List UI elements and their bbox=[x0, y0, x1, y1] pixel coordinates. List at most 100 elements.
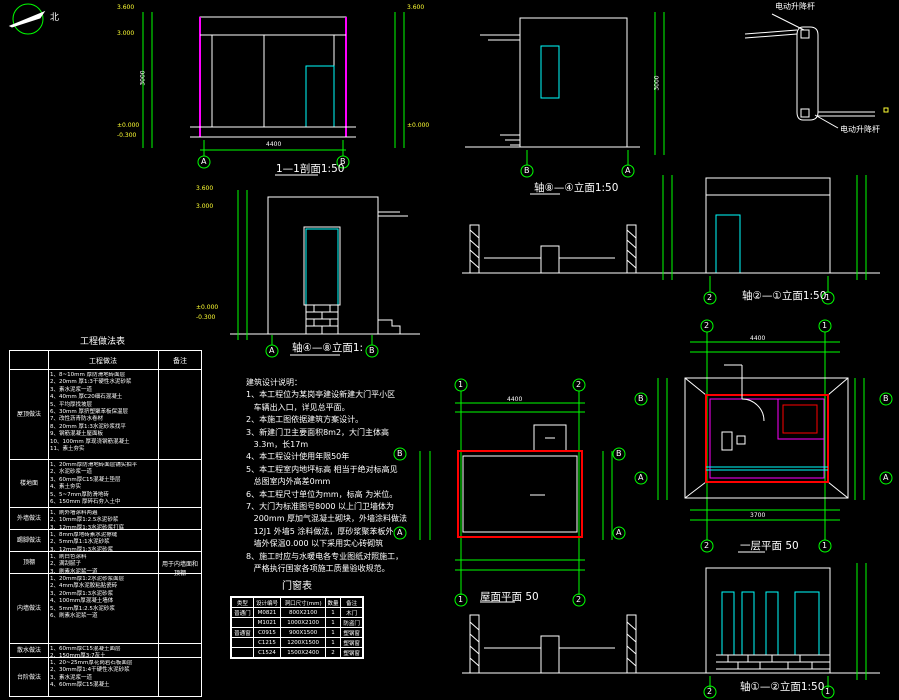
door-table-header: 设计编号 bbox=[252, 597, 282, 608]
axis-bubble-1: 1 bbox=[825, 687, 831, 696]
table-row: 散水做法 1、60mm厚C15混凝土面层 2、150mm厚3:7灰土 3、素土夯实 bbox=[10, 643, 201, 658]
axis-bubble-2: 2 bbox=[576, 595, 582, 604]
table-cell: 800X2100 bbox=[280, 607, 326, 618]
title-elevation-2-1: 轴②—①立面1:50 bbox=[742, 290, 827, 302]
table-cell: 防盗门 bbox=[340, 617, 363, 628]
axis-bubble-a: A bbox=[625, 166, 631, 175]
spec-row-body: 1、8mm厚地砖素水泥擦缝 2、5mm厚1:1水泥砂浆 3、12mm厚1:3水泥… bbox=[50, 532, 118, 551]
design-note-line: 2、本施工图依据建筑方案设计。 bbox=[246, 415, 364, 425]
table-row: C1524 1500X2400 2 塑钢窗 bbox=[231, 647, 363, 658]
dimension-label: 4400 bbox=[507, 396, 523, 403]
spec-table-title: 工程做法表 bbox=[80, 337, 126, 347]
table-cell: 1 bbox=[324, 607, 342, 618]
elevation-mark: -0.300 bbox=[196, 314, 216, 321]
table-cell: C1524 bbox=[252, 647, 282, 658]
design-note-line: 5、本工程室内地坪标高 相当于绝对标高见 bbox=[246, 464, 398, 474]
elevation-mark: -0.300 bbox=[117, 132, 137, 139]
axis-bubble-a: A bbox=[638, 473, 644, 482]
axis-bubble-a: A bbox=[883, 473, 889, 482]
section-1-1-drawing bbox=[142, 12, 405, 176]
table-cell: M0821 bbox=[252, 607, 282, 618]
spec-row-name: 外墙做法 bbox=[16, 515, 41, 522]
spec-row-name: 散水做法 bbox=[16, 647, 41, 654]
door-table-header: 数量 bbox=[324, 597, 342, 608]
dimension-label: 4400 bbox=[750, 335, 766, 342]
table-row: 普通门 M0821 800X2100 1 木门 bbox=[231, 607, 363, 618]
table-cell bbox=[231, 637, 254, 648]
elevation-b-a-drawing bbox=[465, 12, 665, 195]
design-note-line: 6、本工程尺寸单位为mm，标高 为米位。 bbox=[246, 489, 398, 499]
axis-bubble-b: B bbox=[883, 394, 889, 403]
gate-barrier-detail bbox=[744, 13, 889, 129]
table-row: 踢脚做法 1、8mm厚地砖素水泥擦缝 2、5mm厚1:1水泥砂浆 3、12mm厚1… bbox=[10, 529, 201, 552]
table-cell: M1021 bbox=[252, 617, 282, 628]
table-cell: 1000X2100 bbox=[280, 617, 326, 628]
elevation-mark: ±0.000 bbox=[196, 304, 219, 311]
table-cell: 1200X1500 bbox=[280, 637, 326, 648]
spec-row-body: 1、刷白色涂料 2、满刮腻子 3、刷素水泥浆一道 bbox=[50, 554, 98, 573]
title-elevation-b-a: 轴⑧—④立面1:50 bbox=[534, 182, 619, 194]
axis-bubble-b: B bbox=[340, 157, 346, 166]
table-cell: C0915 bbox=[252, 627, 282, 638]
design-notes-title: 建筑设计说明： bbox=[246, 378, 302, 387]
elevation-2-1-drawing bbox=[462, 175, 880, 305]
table-cell: 木门 bbox=[340, 607, 363, 618]
spec-header-note: 备注 bbox=[173, 357, 187, 365]
table-cell: 塑钢窗 bbox=[340, 627, 363, 638]
design-note-line: 4、本工程设计使用年限50年 bbox=[246, 452, 350, 462]
spec-row-name: 楼地面 bbox=[19, 480, 38, 487]
design-notes: 建筑设计说明： 1、本工程位为某岗亭建设新建大门平小区 车辆出入口，详见总平面。… bbox=[246, 377, 446, 576]
design-note-line: 200mm 厚加气混凝土砌块，外墙涂料做法 bbox=[246, 514, 408, 524]
gate-label-upper: 电动升降杆 bbox=[775, 2, 815, 11]
door-table-header: 备注 bbox=[340, 597, 363, 608]
axis-bubble-2: 2 bbox=[704, 321, 710, 330]
spec-row-name: 踢脚做法 bbox=[16, 537, 41, 544]
axis-bubble-1: 1 bbox=[458, 595, 464, 604]
spec-table-header: 工程做法 备注 bbox=[10, 351, 201, 369]
design-note-line: 总图室内外高差0mm bbox=[246, 477, 331, 487]
elevation-mark: 3.600 bbox=[196, 185, 214, 192]
elevation-mark: ±0.000 bbox=[407, 122, 430, 129]
axis-bubble-2: 2 bbox=[576, 380, 582, 389]
dimension-label: 3700 bbox=[750, 512, 766, 519]
design-note-line: 车辆出入口，详见总平面。 bbox=[246, 402, 350, 412]
elevation-mark: 3.000 bbox=[196, 203, 214, 210]
table-cell bbox=[231, 617, 254, 628]
door-table-title: 门窗表 bbox=[282, 581, 312, 592]
axis-bubble-2: 2 bbox=[707, 687, 713, 696]
axis-bubble-2: 2 bbox=[707, 293, 713, 302]
dimension-label: 3000 bbox=[139, 70, 147, 86]
table-cell: 塑钢窗 bbox=[340, 647, 363, 658]
axis-bubble-a: A bbox=[201, 157, 207, 166]
door-window-table: 类型 设计编号 洞口尺寸(mm) 数量 备注 普通门 M0821 800X210… bbox=[230, 596, 364, 659]
axis-bubble-b: B bbox=[638, 394, 644, 403]
axis-bubble-b: B bbox=[369, 346, 375, 355]
table-row: M1021 1000X2100 1 防盗门 bbox=[231, 617, 363, 628]
elevation-1-2-drawing bbox=[462, 563, 880, 699]
axis-bubble-1: 1 bbox=[822, 541, 828, 550]
axis-bubble-2: 2 bbox=[704, 541, 710, 550]
table-row: 普通窗 C0915 900X1500 1 塑钢窗 bbox=[231, 627, 363, 638]
table-cell: 1 bbox=[324, 637, 342, 648]
spec-row-name: 台阶做法 bbox=[16, 673, 41, 681]
spec-row-body: 1、20mm厚防滑地砖面层铺实拍平 2、水泥砂浆一道 3、60mm厚C15混凝土… bbox=[50, 462, 138, 506]
compass-arrow-icon bbox=[8, 3, 46, 35]
title-section-1-1: 1—1剖面1:50 bbox=[276, 163, 345, 175]
elevation-mark: 3.600 bbox=[407, 4, 425, 11]
title-roof-plan: 屋面平面 50 bbox=[480, 591, 539, 603]
title-elevation-1-2: 轴①—②立面1:50 bbox=[740, 681, 825, 693]
spec-row-body: 1、60mm厚C15混凝土面层 2、150mm厚3:7灰土 3、素土夯实 bbox=[50, 646, 121, 657]
axis-bubble-b: B bbox=[616, 449, 622, 458]
axis-bubble-b: B bbox=[397, 449, 403, 458]
table-cell: 塑钢窗 bbox=[340, 637, 363, 648]
design-note-line: 3、新建门卫主要面积8m2，大门主体高 bbox=[246, 427, 390, 437]
design-note-line: 严格执行国家各项施工质量验收规范。 bbox=[246, 564, 390, 574]
elevation-a-b-drawing bbox=[230, 190, 420, 358]
axis-bubble-1: 1 bbox=[458, 380, 464, 389]
